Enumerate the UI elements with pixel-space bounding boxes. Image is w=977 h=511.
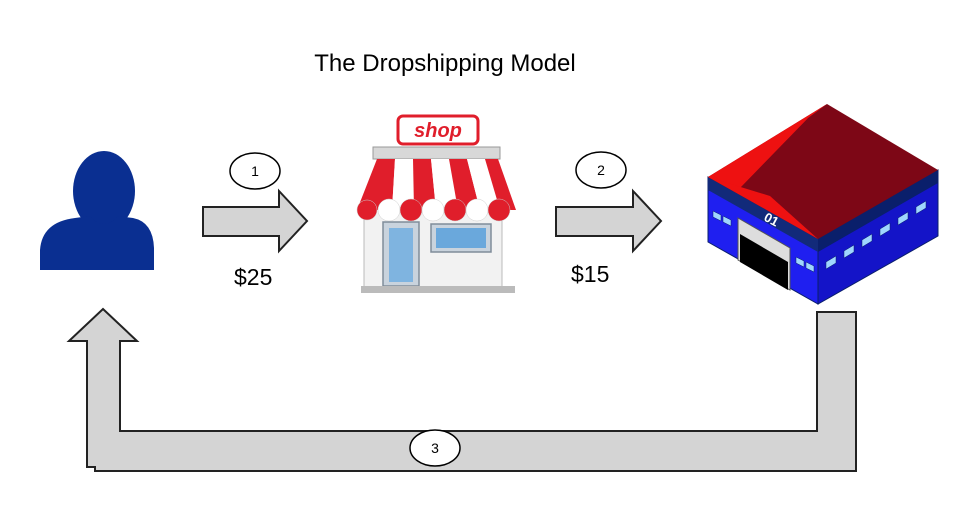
step-2-badge: 2 — [575, 151, 627, 189]
shop-sign-text: shop — [414, 120, 462, 142]
step-2-number: 2 — [597, 162, 605, 178]
step-3-number: 3 — [431, 440, 439, 456]
price-step-1: $25 — [234, 264, 273, 290]
step-3-badge: 3 — [409, 429, 461, 467]
arrow-step-3 — [66, 307, 857, 472]
shop-icon: shop — [356, 114, 516, 293]
price-step-2: $15 — [571, 261, 610, 287]
warehouse-icon: 01 — [707, 104, 939, 305]
step-1-number: 1 — [251, 163, 259, 179]
warehouse-label: 01 — [762, 209, 782, 229]
arrow-step-1 — [202, 188, 309, 254]
customer-icon — [40, 151, 154, 270]
diagram-title: The Dropshipping Model — [314, 50, 576, 77]
arrow-step-2 — [555, 188, 663, 254]
step-1-badge: 1 — [229, 152, 281, 190]
